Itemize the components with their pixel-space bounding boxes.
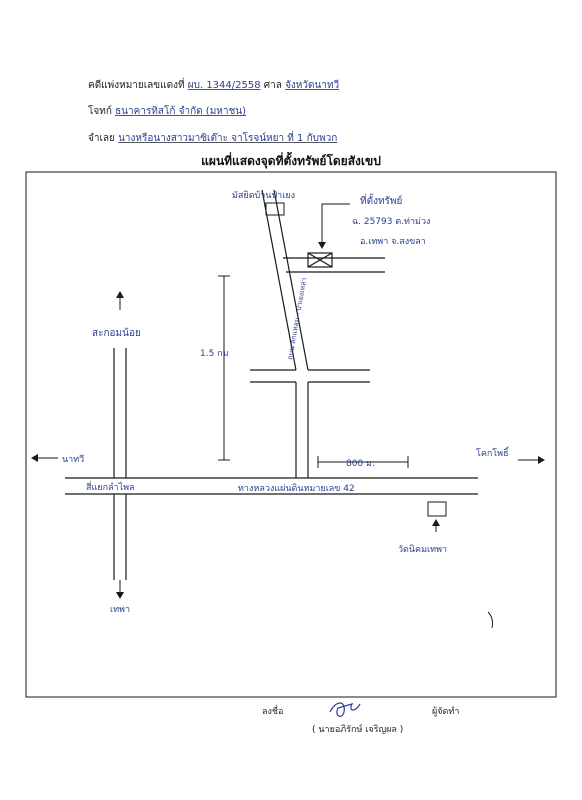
stray-mark bbox=[487, 611, 493, 629]
distance-horizontal-marker bbox=[317, 456, 409, 468]
defendant-label: จำเลย bbox=[88, 133, 115, 144]
distance-vertical-label: 1.5 กม bbox=[200, 349, 229, 359]
highway-label: ทางหลวงแผ่นดินหมายเลข 42 bbox=[238, 483, 355, 494]
side-road-label: ถนน ลักแหลม - ป่าเยงเหล่า bbox=[286, 277, 308, 360]
court-name: จังหวัดนาทวี bbox=[285, 80, 340, 91]
junction-label: สี่แยกลำไพล bbox=[86, 480, 135, 493]
left-vertical-road bbox=[113, 348, 127, 580]
temple-label: วัดนิคมเทพา bbox=[398, 544, 447, 555]
property-lane bbox=[283, 257, 385, 273]
thepha-label: เทพา bbox=[110, 605, 130, 615]
case-number-line: คดีแพ่งหมายเลขแดงที่ ผบ. 1344/2558 ศาล จ… bbox=[88, 78, 339, 93]
map-title: แผนที่แสดงจุดที่ตั้งทรัพย์โดยสังเขป bbox=[201, 154, 381, 168]
sakom-label: สะกอมน้อย bbox=[92, 327, 141, 339]
mosque-label: มัสยิดบ้านป่าเยง bbox=[232, 190, 295, 201]
signer-name: ( นายอภิรักษ์ เจริญผล ) bbox=[312, 725, 404, 735]
case-number: ผบ. 1344/2558 bbox=[187, 80, 261, 91]
role-label: ผู้จัดทำ bbox=[432, 707, 460, 717]
district-line: อ.เทพา จ.สงขลา bbox=[360, 237, 426, 247]
nathawi-label: นาทวี bbox=[62, 454, 84, 465]
property-label: ที่ตั้งทรัพย์ bbox=[360, 193, 402, 207]
side-road bbox=[261, 189, 309, 478]
cross-road bbox=[250, 369, 370, 383]
plaintiff-name: ธนาคารทิสโก้ จำกัด (มหาชน) bbox=[115, 106, 247, 117]
distance-vertical-marker bbox=[218, 275, 230, 461]
mosque-marker bbox=[265, 202, 285, 216]
sign-label: ลงชื่อ bbox=[262, 707, 284, 717]
case-label: คดีแพ่งหมายเลขแดงที่ bbox=[88, 80, 185, 91]
plaintiff-label: โจทก์ bbox=[88, 106, 112, 117]
map-frame bbox=[25, 171, 557, 698]
khokpho-label: โคกโพธิ์ bbox=[476, 446, 510, 459]
distance-horizontal-label: 800 ม. bbox=[346, 459, 375, 469]
court-label: ศาล bbox=[263, 80, 282, 91]
deed-line: ฉ. 25793 ต.ท่าม่วง bbox=[352, 217, 430, 227]
temple-marker bbox=[427, 501, 447, 517]
property-pointer-arrow bbox=[318, 203, 350, 249]
highway-42 bbox=[65, 477, 478, 495]
property-marker bbox=[307, 252, 333, 268]
defendant-line: จำเลย นางหรือนางสาวมาซิเต๊าะ จาโรจน์หยา … bbox=[88, 131, 337, 146]
signature-scribble bbox=[329, 702, 361, 717]
plaintiff-line: โจทก์ ธนาคารทิสโก้ จำกัด (มหาชน) bbox=[88, 104, 246, 119]
defendant-name: นางหรือนางสาวมาซิเต๊าะ จาโรจน์หยา ที่ 1 … bbox=[118, 133, 338, 144]
